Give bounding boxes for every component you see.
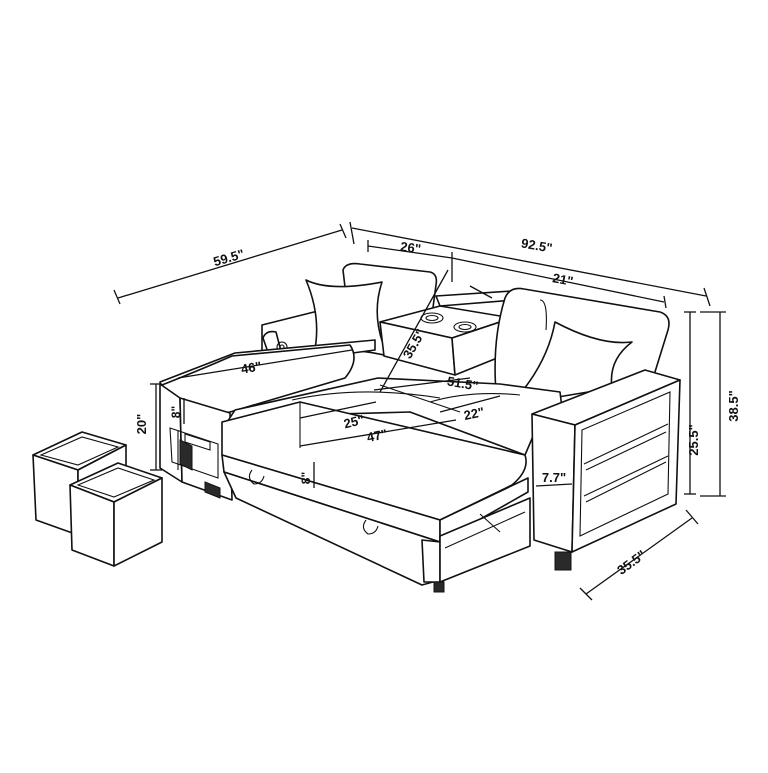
label-depth: 35.5" [614,547,648,578]
label-arm-height: 25.5" [686,424,701,455]
label-chaise-seat-width: 46" [240,358,263,376]
label-console-to-end: 21" [551,270,574,289]
right-arm-shelves [531,369,681,571]
dimension-lines [113,221,726,601]
label-total-height: 38.5" [726,390,741,421]
label-arm-width: 7.7" [542,470,566,485]
label-seat-height: 20" [134,414,149,435]
label-bed-thickness: 8" [299,472,313,484]
label-seat-width: 51.5" [446,373,480,393]
ottoman-front [69,462,163,567]
label-seat-depth: 22" [462,404,485,423]
pillow-right [519,321,633,401]
label-chaise-cushion: 8" [169,406,183,418]
label-bed-depth: 25" [342,412,366,432]
chaise [159,339,376,501]
seat-and-bed [221,377,563,593]
label-bed-width: 47" [365,426,388,445]
label-chaise-depth: 26" [399,239,422,257]
label-total-width: 92.5" [520,235,554,255]
label-chaise-length: 59.5" [212,246,246,269]
